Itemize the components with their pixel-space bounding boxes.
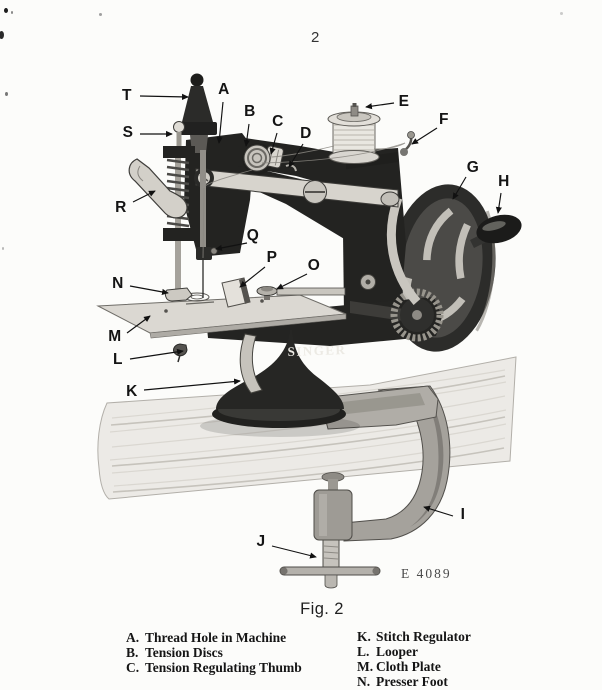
thread [202, 142, 406, 259]
legend-text: Stitch Regulator [376, 629, 471, 644]
callout-arrow-N [129, 285, 169, 295]
callout-letter-I: I [460, 506, 466, 523]
figure-caption: Fig. 2 [300, 600, 344, 618]
legend-letter: C. [126, 660, 140, 675]
thread-guide [400, 131, 415, 156]
callout-letter-P: P [266, 249, 278, 266]
callout-letter-S: S [122, 124, 134, 141]
needle-bar-assembly [179, 73, 218, 298]
callout-letter-G: G [466, 159, 480, 176]
cloth-plate [96, 277, 347, 394]
callout-arrow-P [239, 266, 266, 288]
callout-letter-C: C [272, 113, 284, 130]
legend-item: B. Tension Discs [126, 645, 302, 660]
callout-arrow-E [365, 102, 395, 110]
callout-letter-E: E [398, 93, 410, 110]
callout-arrow-F [411, 127, 438, 145]
presser-lifter-lever [128, 158, 188, 219]
legend-item: N. Presser Foot [357, 674, 471, 689]
callout-letter-M: M [108, 328, 122, 345]
legend-letter: N. [357, 674, 371, 689]
callout-arrow-R [132, 190, 156, 203]
callout-letter-J: J [256, 533, 266, 550]
callout-letter-F: F [439, 111, 449, 128]
callout-letter-L: L [113, 351, 123, 368]
legend-item: L. Looper [357, 644, 471, 659]
legend-letter: A. [126, 630, 140, 645]
callout-arrow-G [452, 176, 467, 200]
table-clamp [279, 385, 451, 589]
callout-arrow-D [288, 143, 304, 168]
callout-letter-T: T [122, 87, 132, 104]
callout-letter-H: H [498, 173, 510, 190]
scan-speck [99, 13, 102, 16]
needle-drive-lever [194, 168, 400, 208]
scan-speck [5, 92, 8, 96]
thumb-screw [256, 286, 346, 300]
legend-text: Tension Regulating Thumb [145, 660, 302, 675]
callout-arrow-I [423, 505, 454, 517]
callout-letter-Q: Q [246, 227, 260, 244]
clamp-screw [279, 539, 381, 589]
crank-lever [386, 196, 421, 305]
crank-handle [470, 214, 522, 248]
legend-item: M.Cloth Plate [357, 659, 471, 674]
scan-speck [11, 11, 13, 14]
callout-arrow-T [139, 93, 189, 100]
scan-speck [4, 8, 8, 13]
callout-letter-D: D [300, 125, 312, 142]
legend-letter: B. [126, 645, 139, 660]
callout-letter-N: N [112, 275, 124, 292]
legend-text: Tension Discs [145, 645, 223, 660]
legend-text: Looper [376, 644, 418, 659]
stitch-regulator [239, 333, 263, 394]
scan-speck [0, 31, 4, 39]
callout-arrow-H [495, 192, 502, 214]
singer-logo-text: SINGER [287, 342, 346, 359]
legend-letter: M. [357, 659, 374, 674]
legend-item: A. Thread Hole in Machine [126, 630, 302, 645]
callout-arrow-J [271, 545, 317, 559]
callout-letter-A: A [218, 81, 230, 98]
drive-gear [350, 196, 444, 342]
callout-letter-O: O [307, 257, 321, 274]
legend-text: Thread Hole in Machine [145, 630, 287, 645]
callout-letter-K: K [126, 383, 138, 400]
presser-bar [175, 150, 181, 290]
callout-arrow-L [129, 348, 184, 360]
callout-letter-R: R [115, 199, 127, 216]
callout-arrow-K [143, 378, 241, 391]
page-number: 2 [311, 29, 320, 46]
legend-text: Cloth Plate [376, 659, 441, 674]
scan-speck [560, 12, 563, 15]
sewing-machine: SINGER [96, 73, 522, 437]
callout-arrow-Q [215, 242, 248, 251]
callout-letter-B: B [244, 103, 256, 120]
figure-code: E 4089 [401, 566, 452, 581]
legend-letter: L. [357, 644, 370, 659]
callout-arrow-M [126, 315, 151, 334]
callout-arrow-A [216, 101, 224, 144]
legend-letter: K. [357, 629, 371, 644]
spool-of-thread [327, 103, 381, 164]
needle-bar [200, 150, 206, 250]
callout-arrow-B [243, 123, 250, 147]
legend-item: C. Tension Regulating Thumb [126, 660, 302, 675]
scan-speck [2, 247, 4, 250]
legend-item: K. Stitch Regulator [357, 629, 471, 644]
legend-text: Presser Foot [376, 674, 448, 689]
callout-arrow-O [276, 273, 308, 290]
callout-arrow-C [269, 132, 278, 155]
